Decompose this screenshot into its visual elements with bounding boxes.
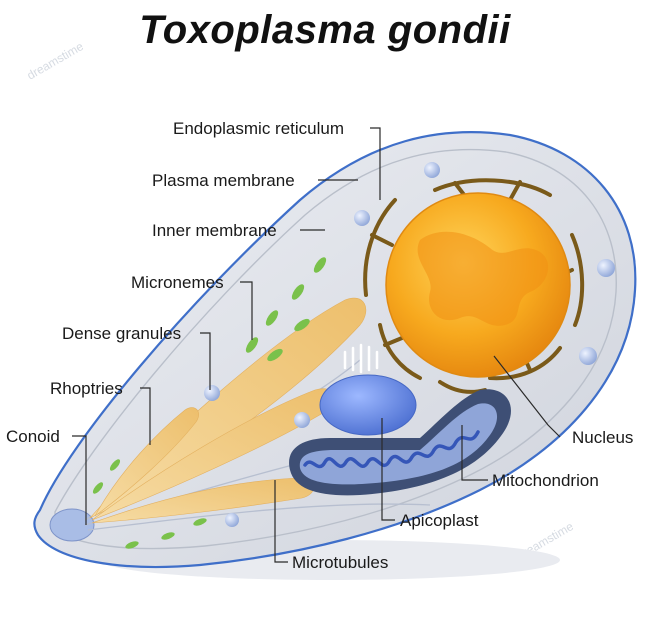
inner-membrane-shape <box>54 148 617 550</box>
micronemes-shape <box>92 257 327 549</box>
label-endoplasmic-reticulum: Endoplasmic reticulum <box>173 119 344 138</box>
dense-granules-shape <box>204 162 615 527</box>
apicoplast-shape <box>319 343 417 436</box>
nucleus-shape <box>385 192 571 378</box>
label-apicoplast: Apicoplast <box>400 511 479 530</box>
label-plasma-membrane: Plasma membrane <box>152 171 295 190</box>
label-micronemes: Micronemes <box>131 273 224 292</box>
label-inner-membrane: Inner membrane <box>152 221 277 240</box>
label-dense-granules: Dense granules <box>62 324 181 343</box>
leader-lines <box>72 127 561 563</box>
rhoptries-shape <box>89 297 367 524</box>
label-microtubules: Microtubules <box>292 553 388 572</box>
label-mitochondrion: Mitochondrion <box>492 471 599 490</box>
conoid-shape <box>49 508 95 542</box>
label-rhoptries: Rhoptries <box>50 379 123 398</box>
label-conoid: Conoid <box>6 427 60 446</box>
diagram-title: Toxoplasma gondii <box>139 8 511 52</box>
label-nucleus: Nucleus <box>572 428 633 447</box>
mitochondrion-shape <box>289 389 511 496</box>
